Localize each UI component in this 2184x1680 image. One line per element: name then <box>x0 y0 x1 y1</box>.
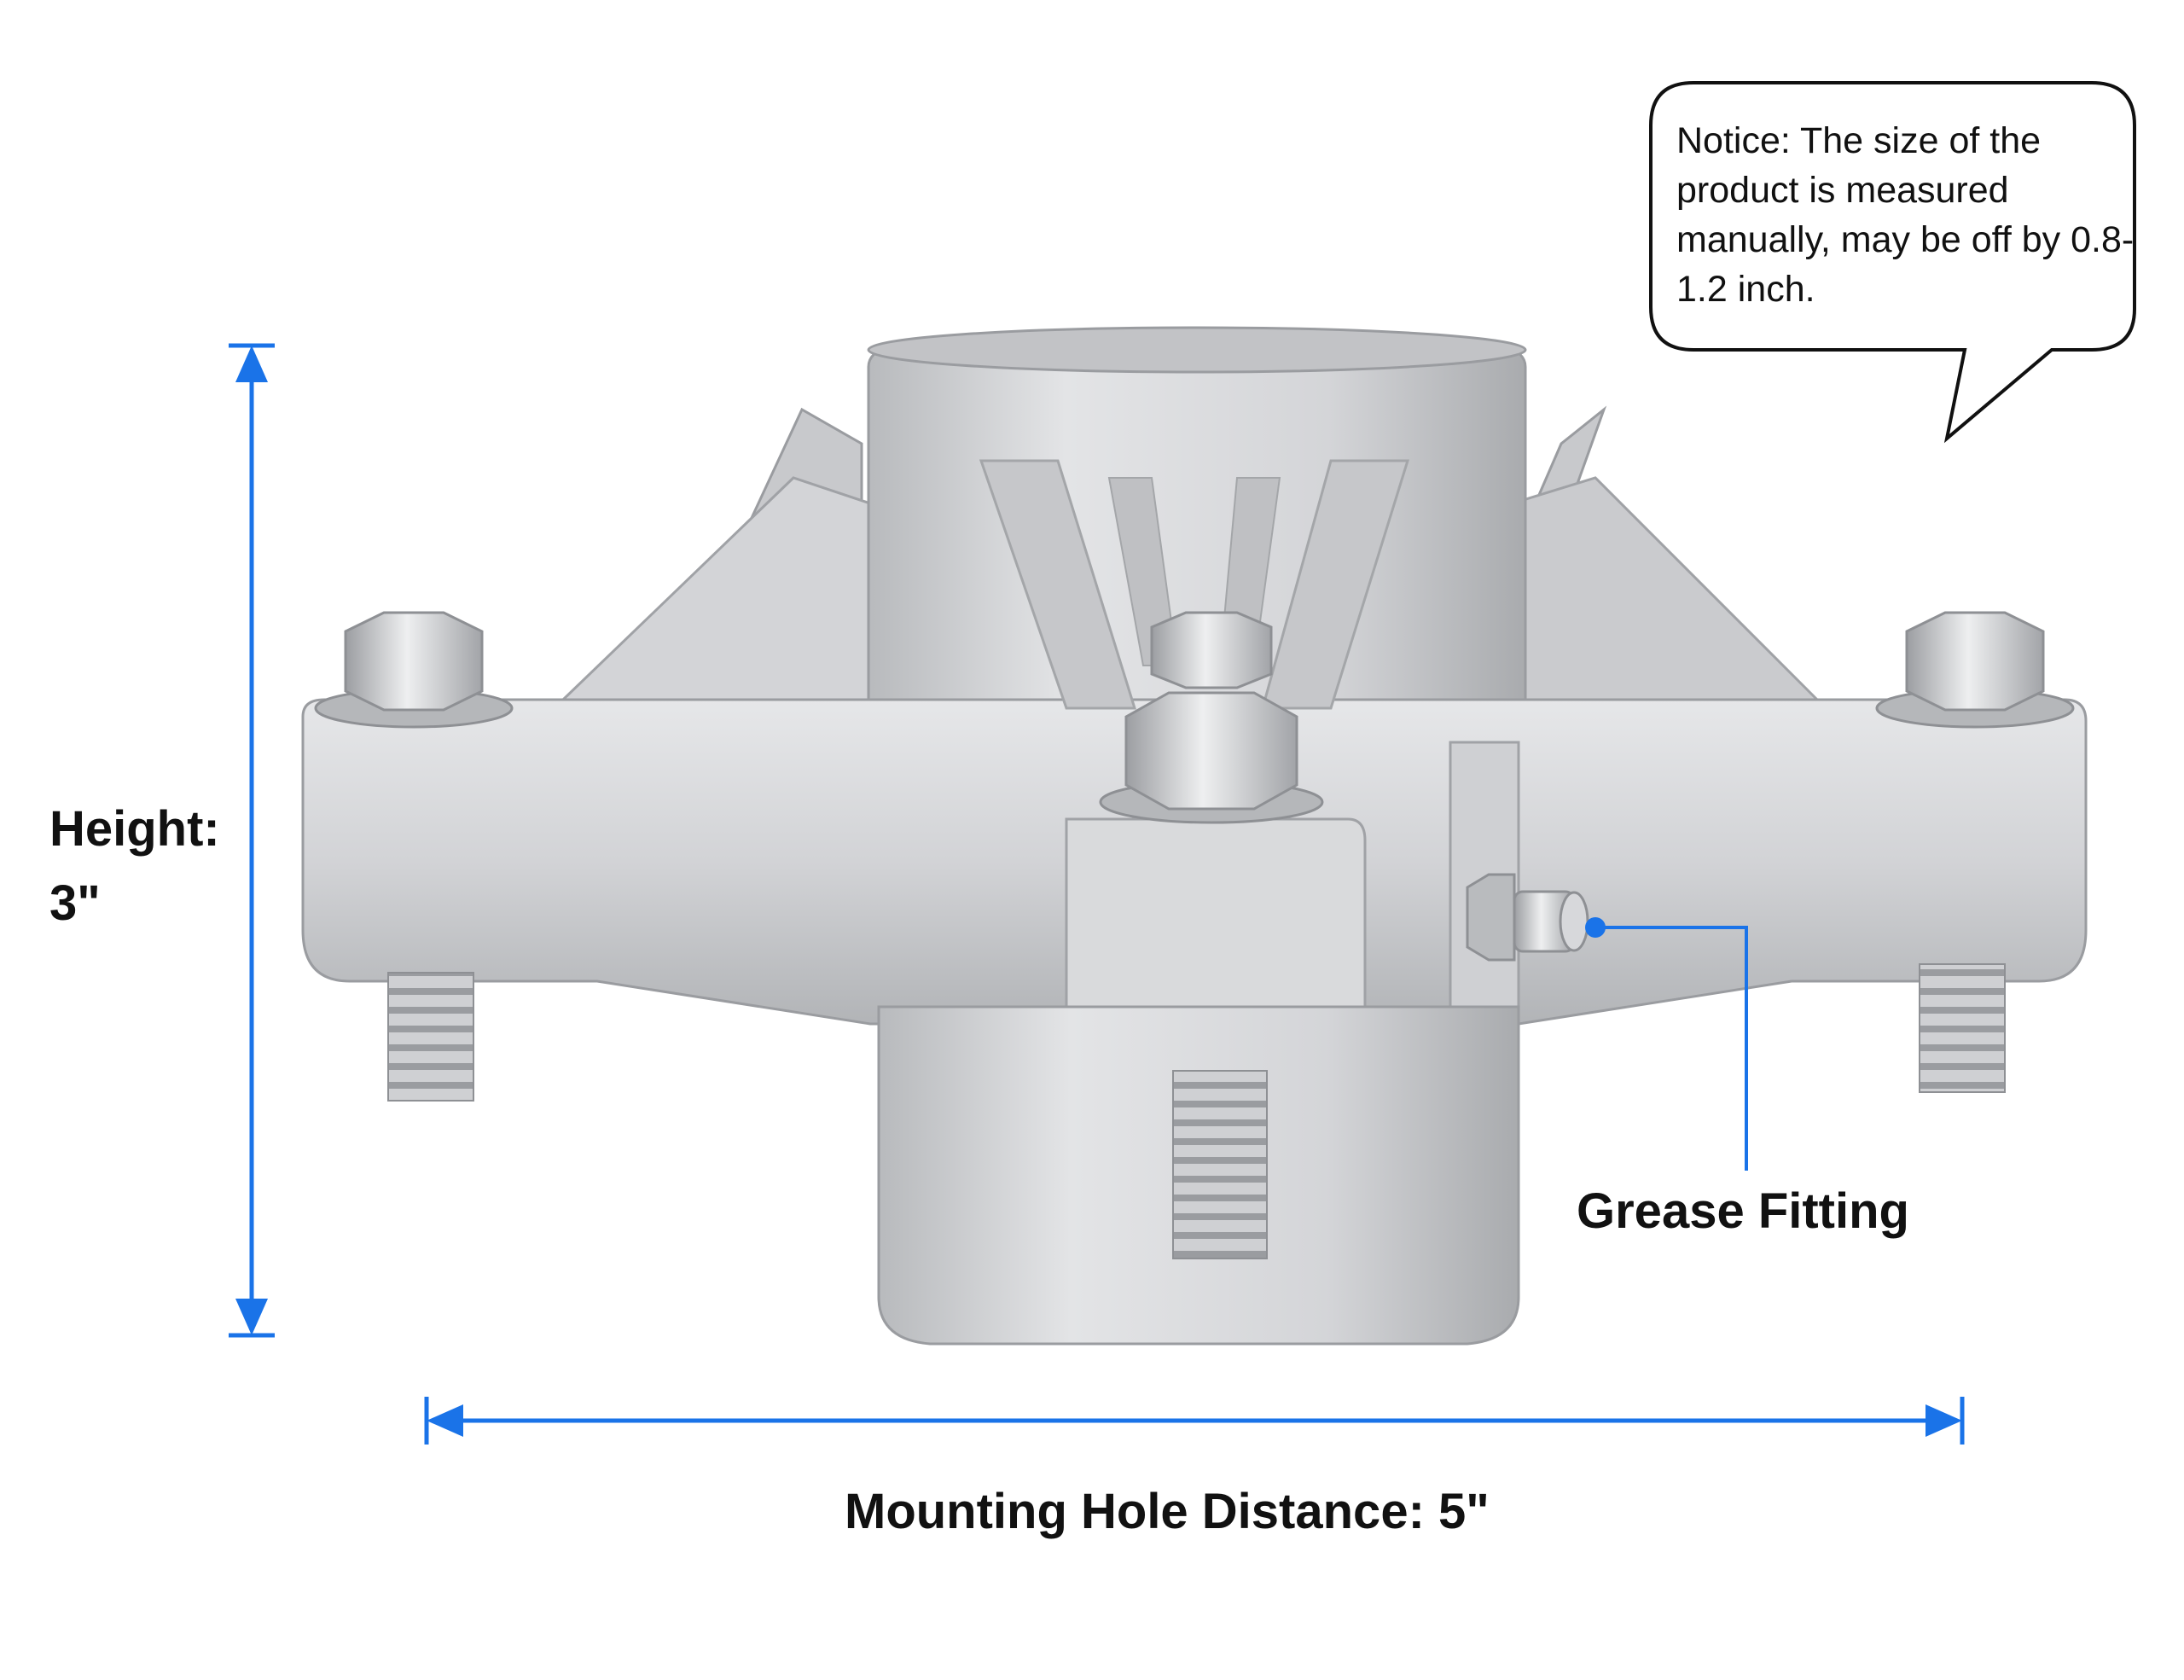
bolt-left <box>314 611 514 1102</box>
bolt-front <box>1099 691 1324 1259</box>
bolt-back <box>1150 611 1273 689</box>
height-value: 3" <box>49 875 101 931</box>
mounting-hole-distance-label: Mounting Hole Distance: 5" <box>845 1484 1490 1539</box>
dot-icon <box>1585 917 1606 938</box>
notice-text: Notice: The size of the product is measu… <box>1676 120 2135 310</box>
height-dimension-line <box>229 343 275 1338</box>
arrowhead-icon <box>1926 1404 1962 1437</box>
arrowhead-icon <box>235 346 268 382</box>
grease-callout-leader <box>1585 917 1748 1171</box>
mounting-dimension-line <box>424 1397 1965 1445</box>
spindle-hub-product <box>301 326 2088 1346</box>
height-label: Height: <box>49 801 220 857</box>
bolt-right <box>1875 611 2075 1093</box>
arrowhead-icon <box>235 1299 268 1335</box>
notice-speech-bubble <box>1649 81 2136 444</box>
arrowhead-icon <box>427 1404 463 1437</box>
grease-fitting-label: Grease Fitting <box>1577 1183 1909 1239</box>
